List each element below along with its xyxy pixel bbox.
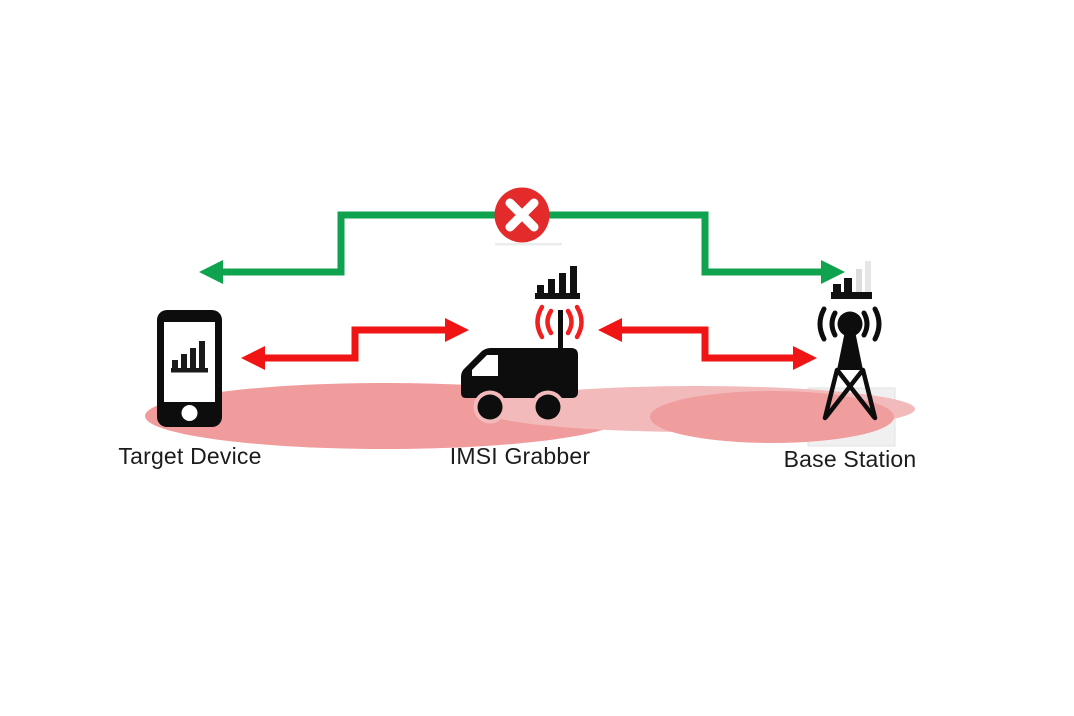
phone-home-button xyxy=(181,405,198,421)
van-window xyxy=(472,355,498,376)
red-arrowhead-to-grabber-left-icon xyxy=(445,318,469,342)
red-arrowhead-to-target-icon xyxy=(241,346,265,370)
cell-tower-icon xyxy=(822,311,878,421)
station-radio-waves-icon xyxy=(817,306,882,342)
imsi-grabber-label: IMSI Grabber xyxy=(449,443,591,469)
intercept-link-target-grabber xyxy=(260,326,450,362)
smartphone-icon xyxy=(157,310,222,427)
grabber-radio-waves-icon xyxy=(535,304,584,340)
van-antenna xyxy=(558,310,563,350)
station-signal-bars-weak-icon xyxy=(831,261,872,299)
target-device-label: Target Device xyxy=(118,443,262,469)
badge-shadow-line xyxy=(495,243,562,246)
surveillance-van-icon xyxy=(461,310,578,424)
van-wheel xyxy=(477,394,503,420)
base-station-label: Base Station xyxy=(783,446,917,472)
grabber-signal-bars-icon xyxy=(535,266,580,299)
blocked-x-icon xyxy=(494,187,550,243)
station-coverage-zone xyxy=(650,391,894,443)
green-arrowhead-right-icon xyxy=(821,260,845,284)
green-arrowhead-left-icon xyxy=(199,260,223,284)
van-wheel xyxy=(535,394,561,420)
phone-signal-bars-icon xyxy=(171,341,208,373)
red-arrowhead-to-grabber-right-icon xyxy=(598,318,622,342)
intercept-link-grabber-station xyxy=(617,326,798,362)
red-arrowhead-to-station-icon xyxy=(793,346,817,370)
